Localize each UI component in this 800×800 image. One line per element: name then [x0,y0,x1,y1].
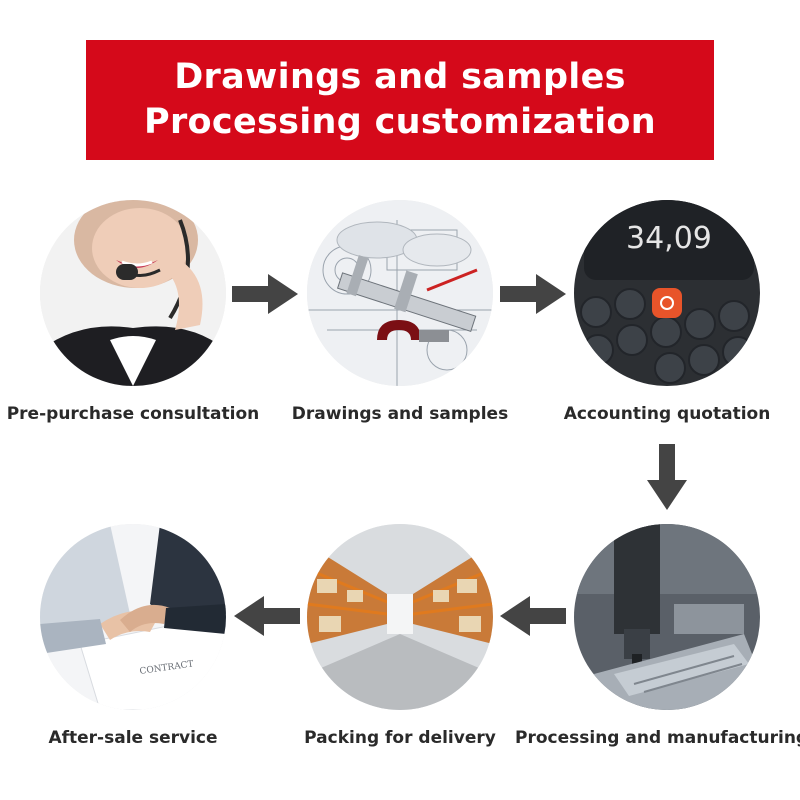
cnc-machine-icon [574,524,760,710]
step-consultation-image [40,200,226,386]
step-label-after-sale: After-sale service [48,728,218,748]
arrow-right-icon [500,274,566,314]
blueprint-caliper-icon [307,200,493,386]
step-label-packing: Packing for delivery [304,728,496,748]
arrow-left-icon [500,596,566,636]
calculator-icon: 34,09 [574,200,760,386]
step-manufacturing-image [574,524,760,710]
step-drawings-image [307,200,493,386]
arrow-right-icon [232,274,298,314]
step-label-consultation: Pre-purchase consultation [6,404,260,424]
warehouse-icon [307,524,493,710]
arrow-left-icon [234,596,300,636]
title-line-1: Drawings and samples [174,57,626,97]
arrow-down-icon [647,444,687,510]
step-label-quotation: Accounting quotation [563,404,771,424]
step-quotation-image: 34,09 [574,200,760,386]
headset-agent-icon [40,200,226,386]
step-packing-image [307,524,493,710]
handshake-icon: CONTRACT [40,524,226,710]
calculator-display: 34,09 [626,221,712,256]
title-line-2: Processing customization [144,102,656,142]
step-label-manufacturing: Processing and manufacturing [515,728,800,748]
title-banner: Drawings and samples Processing customiz… [86,40,714,160]
step-after-sale-image: CONTRACT [40,524,226,710]
step-label-drawings: Drawings and samples [291,404,509,424]
